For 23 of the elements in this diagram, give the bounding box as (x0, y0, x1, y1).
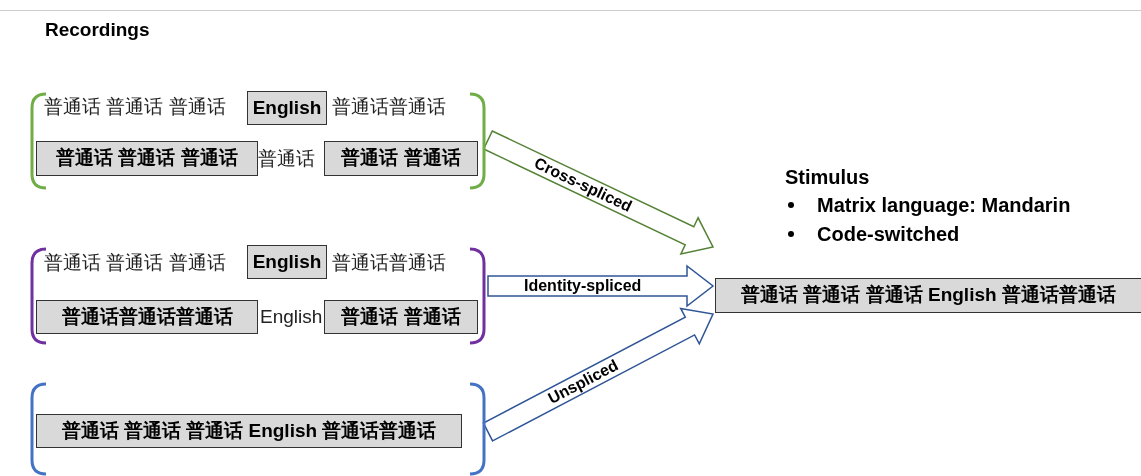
speech-segment-text: 普通话 (258, 147, 315, 171)
speech-segment-text: 普通话 普通话 普通话 (44, 95, 226, 119)
bracket-group (30, 92, 486, 190)
block-arrow (487, 264, 715, 308)
speech-segment-box: English (247, 91, 327, 125)
speech-segment-box: 普通话 普通话 普通话 English 普通话普通话 (36, 414, 462, 448)
edge-label: Identity-spliced (524, 277, 642, 295)
speech-segment-box: 普通话 普通话 普通话 (36, 141, 258, 176)
heading: Stimulus (785, 165, 870, 190)
speech-segment-text: 普通话普通话 (332, 95, 446, 119)
speech-segment-box: 普通话 普通话 (324, 141, 478, 176)
speech-segment-text: 普通话 普通话 普通话 (44, 251, 226, 275)
bracket-group (30, 382, 486, 476)
speech-segment-box: 普通话 普通话 (324, 300, 478, 334)
heading: Recordings (45, 18, 150, 42)
bullet-text: Matrix language: Mandarin (817, 193, 1071, 218)
speech-segment-text: English (260, 305, 323, 329)
stimulus-box: 普通话 普通话 普通话 English 普通话普通话 (715, 278, 1141, 313)
speech-segment-text: 普通话普通话 (332, 251, 446, 275)
speech-segment-box: 普通话普通话普通话 (36, 300, 258, 334)
bullet-text: Code-switched (817, 222, 960, 247)
bracket-group (30, 247, 486, 345)
speech-segment-box: English (247, 245, 327, 279)
